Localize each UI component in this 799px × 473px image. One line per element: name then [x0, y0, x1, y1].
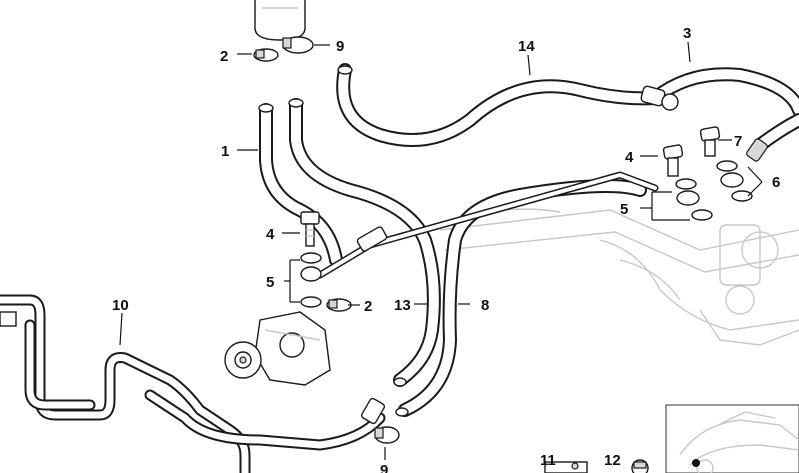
callout-1: 1: [221, 143, 229, 160]
hose-clamp-9-top: [282, 36, 314, 54]
callout-7: 7: [734, 133, 742, 150]
power-steering-pump: [224, 311, 331, 386]
callout-labels: 2 9 14 3 1 7 4 6 5 4 5 2 13 8 10 9 11 12: [112, 25, 780, 473]
callout-9-top: 9: [336, 38, 344, 55]
steering-rack-ghost: [439, 208, 799, 346]
callout-11: 11: [540, 452, 556, 469]
location-marker: [692, 459, 700, 467]
callout-6: 6: [772, 174, 780, 191]
callout-5-left: 5: [266, 274, 274, 291]
banjo-bolt-right: [662, 144, 684, 177]
banjo-bolt-left: [300, 211, 320, 247]
vehicle-location-thumbnail: [665, 404, 799, 473]
reservoir: [254, 0, 306, 41]
callout-10: 10: [112, 297, 129, 314]
hose-14: [336, 63, 662, 147]
callout-3: 3: [683, 25, 691, 42]
hose-1: [258, 103, 343, 267]
leader-lines: [119, 41, 763, 460]
callout-12: 12: [604, 452, 621, 469]
hose-clamp-top: [253, 48, 279, 62]
sealing-washers-left: [300, 252, 322, 308]
callout-13: 13: [394, 297, 411, 314]
callout-14: 14: [518, 38, 535, 55]
cooler-loop-10: [0, 294, 386, 473]
hose-clamp-9-bottom: [374, 426, 400, 444]
bracket-11: [544, 461, 588, 473]
hose-clamp-mid: [326, 298, 352, 312]
callout-4-right: 4: [625, 149, 634, 166]
callout-4-left: 4: [266, 226, 275, 243]
hose-3: [640, 67, 799, 162]
callout-5-right: 5: [620, 201, 628, 218]
sealing-washers-right: [675, 160, 753, 221]
callout-2-top: 2: [220, 48, 228, 65]
callout-8: 8: [481, 297, 489, 314]
banjo-bolt-7: [699, 126, 721, 157]
pressure-pipe: [316, 171, 659, 279]
clip-12: [631, 459, 649, 473]
hose-13: [288, 98, 441, 387]
callout-9-bottom: 9: [380, 462, 388, 473]
callout-2-mid: 2: [364, 298, 372, 315]
